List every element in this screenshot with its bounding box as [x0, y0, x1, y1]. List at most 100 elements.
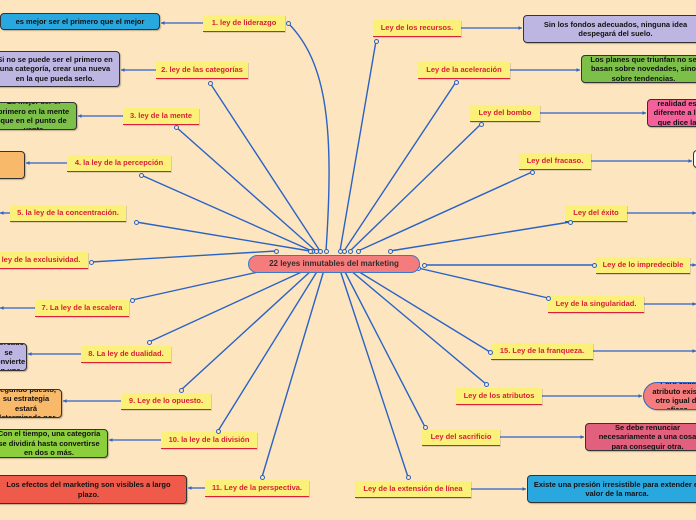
note-left-10[interactable]: Con el tiempo, una categoría se dividirá… [0, 429, 108, 458]
link-left-1 [209, 82, 321, 252]
link-right-4 [389, 221, 571, 252]
arrow-right-2-head [576, 68, 580, 72]
arrow-left-4-head [26, 161, 30, 165]
law-left-1[interactable]: 1. ley de liderazgo [203, 15, 285, 32]
connector-left-1[interactable] [285, 20, 291, 26]
connector-right-10[interactable] [422, 424, 428, 430]
arrow-left-7-head [0, 306, 4, 310]
law-left-9[interactable]: 9. Ley de lo opuesto. [121, 393, 211, 410]
law-left-6[interactable]: ley de la exclusividad. [0, 252, 88, 269]
law-right-2[interactable]: Ley de la aceleración [418, 62, 510, 79]
link-left-9 [217, 269, 319, 432]
link-right-10 [339, 269, 409, 478]
connector-right-11[interactable] [405, 474, 411, 480]
link-right-2 [349, 123, 482, 252]
note-left-2[interactable]: Si no se puede ser el primero en una cat… [0, 51, 120, 87]
note-right-11[interactable]: Existe una presión irresistible para ext… [527, 475, 696, 503]
connector-left-10[interactable] [215, 428, 221, 434]
link-left-3 [140, 174, 313, 252]
arrow-right-6-head [692, 263, 696, 267]
center-dot-right-2[interactable] [341, 248, 347, 254]
connector-left-6[interactable] [88, 259, 94, 265]
link-left-5 [90, 250, 277, 263]
connector-right-9[interactable] [483, 381, 489, 387]
law-left-8[interactable]: 8. La ley de dualidad. [81, 346, 171, 363]
note-right-4[interactable] [693, 150, 696, 168]
connector-right-7[interactable] [545, 295, 551, 301]
note-left-4[interactable] [0, 151, 25, 179]
connector-left-8[interactable] [146, 339, 152, 345]
link-left-4 [135, 221, 311, 252]
connector-right-5[interactable] [567, 219, 573, 225]
arrow-left-8-head [28, 352, 32, 356]
center-dot-left-1[interactable] [323, 248, 329, 254]
arrow-right-1-head [518, 26, 522, 30]
link-right-0 [339, 40, 377, 252]
law-left-10[interactable]: 10. la ley de la división [161, 432, 257, 449]
note-left-3[interactable]: Es mejor ser el primero en la mente que … [0, 102, 77, 130]
note-left-11[interactable]: Los efectos del marketing son visibles a… [0, 475, 187, 504]
connector-right-3[interactable] [478, 121, 484, 127]
connector-right-4[interactable] [529, 169, 535, 175]
law-right-11[interactable]: Ley de la extensión de línea [355, 481, 471, 498]
note-left-1[interactable]: es mejor ser el primero que el mejor [0, 13, 160, 30]
center-dot-right-6[interactable] [421, 262, 427, 268]
law-left-2[interactable]: 2. ley de las categorías [156, 62, 248, 79]
arrow-right-7-head [692, 302, 696, 306]
arrow-left-9-head [63, 399, 67, 403]
connector-left-3[interactable] [173, 124, 179, 130]
law-left-3[interactable]: 3. ley de la mente [123, 108, 199, 125]
connector-left-5[interactable] [133, 219, 139, 225]
link-right-8 [349, 269, 487, 385]
arrow-right-10-head [580, 435, 584, 439]
center-dot-left-6[interactable] [273, 248, 279, 254]
arrow-left-10-head [109, 438, 113, 442]
law-right-5[interactable]: Ley del éxito [565, 205, 627, 222]
connector-left-2[interactable] [207, 80, 213, 86]
arrow-right-11-head [522, 487, 526, 491]
law-right-3[interactable]: Ley del bombo [470, 105, 540, 122]
arrow-right-9-head [638, 394, 642, 398]
connector-left-11[interactable] [259, 474, 265, 480]
connector-left-7[interactable] [129, 297, 135, 303]
arrow-left-2-head [121, 68, 125, 72]
law-right-4[interactable]: Ley del fracaso. [519, 153, 591, 170]
law-right-9[interactable]: Ley de los atributos [456, 388, 542, 405]
law-right-1[interactable]: Ley de los recursos. [373, 20, 461, 37]
law-right-7[interactable]: Ley de la singularidad. [548, 296, 644, 313]
note-right-1[interactable]: Sin los fondos adecuados, ninguna idea d… [523, 15, 696, 43]
note-left-9[interactable]: Si opta por el segundo puesto, su estrat… [0, 389, 62, 418]
center-dot-left-5[interactable] [307, 248, 313, 254]
arrow-left-5-head [0, 211, 4, 215]
law-left-5[interactable]: 5. la ley de la concentración. [10, 205, 126, 222]
law-left-11[interactable]: 11. Ley de la perspectiva. [205, 480, 309, 497]
law-left-7[interactable]: 7. La ley de la escalera [35, 300, 129, 317]
connector-left-9[interactable] [178, 387, 184, 393]
arrow-left-3-head [78, 114, 82, 118]
note-right-2[interactable]: Los planes que triunfan no se basan sobr… [581, 55, 696, 83]
arrow-right-3-head [642, 111, 646, 115]
central-topic[interactable]: 22 leyes inmutables del marketing [248, 255, 420, 273]
link-right-1 [343, 81, 457, 252]
connector-right-1[interactable] [373, 38, 379, 44]
link-right-9 [343, 269, 426, 428]
center-dot-right-5[interactable] [387, 248, 393, 254]
connector-right-8[interactable] [487, 349, 493, 355]
link-left-2 [175, 126, 317, 252]
note-left-8[interactable]: A largo plazo el mercado se convierte en… [0, 343, 27, 371]
law-left-4[interactable]: 4. la ley de la percepción [67, 155, 171, 172]
note-right-3[interactable]: A menudo la realidad es diferente a lo q… [647, 99, 696, 127]
link-right-3 [357, 171, 533, 252]
link-right-6 [417, 267, 549, 299]
center-dot-right-4[interactable] [355, 248, 361, 254]
note-right-10[interactable]: Se debe renunciar necesariamente a una c… [585, 423, 696, 451]
connector-right-6[interactable] [591, 262, 597, 268]
center-dot-right-3[interactable] [347, 248, 353, 254]
connector-right-2[interactable] [453, 79, 459, 85]
law-right-8[interactable]: 15. Ley de la franqueza. [491, 343, 593, 360]
law-right-6[interactable]: Ley de lo impredecible [596, 257, 690, 274]
connector-left-4[interactable] [138, 172, 144, 178]
law-right-10[interactable]: Ley del sacrificio [422, 429, 500, 446]
note-right-9[interactable]: Para cada atributo existe otro igual de … [643, 382, 696, 410]
